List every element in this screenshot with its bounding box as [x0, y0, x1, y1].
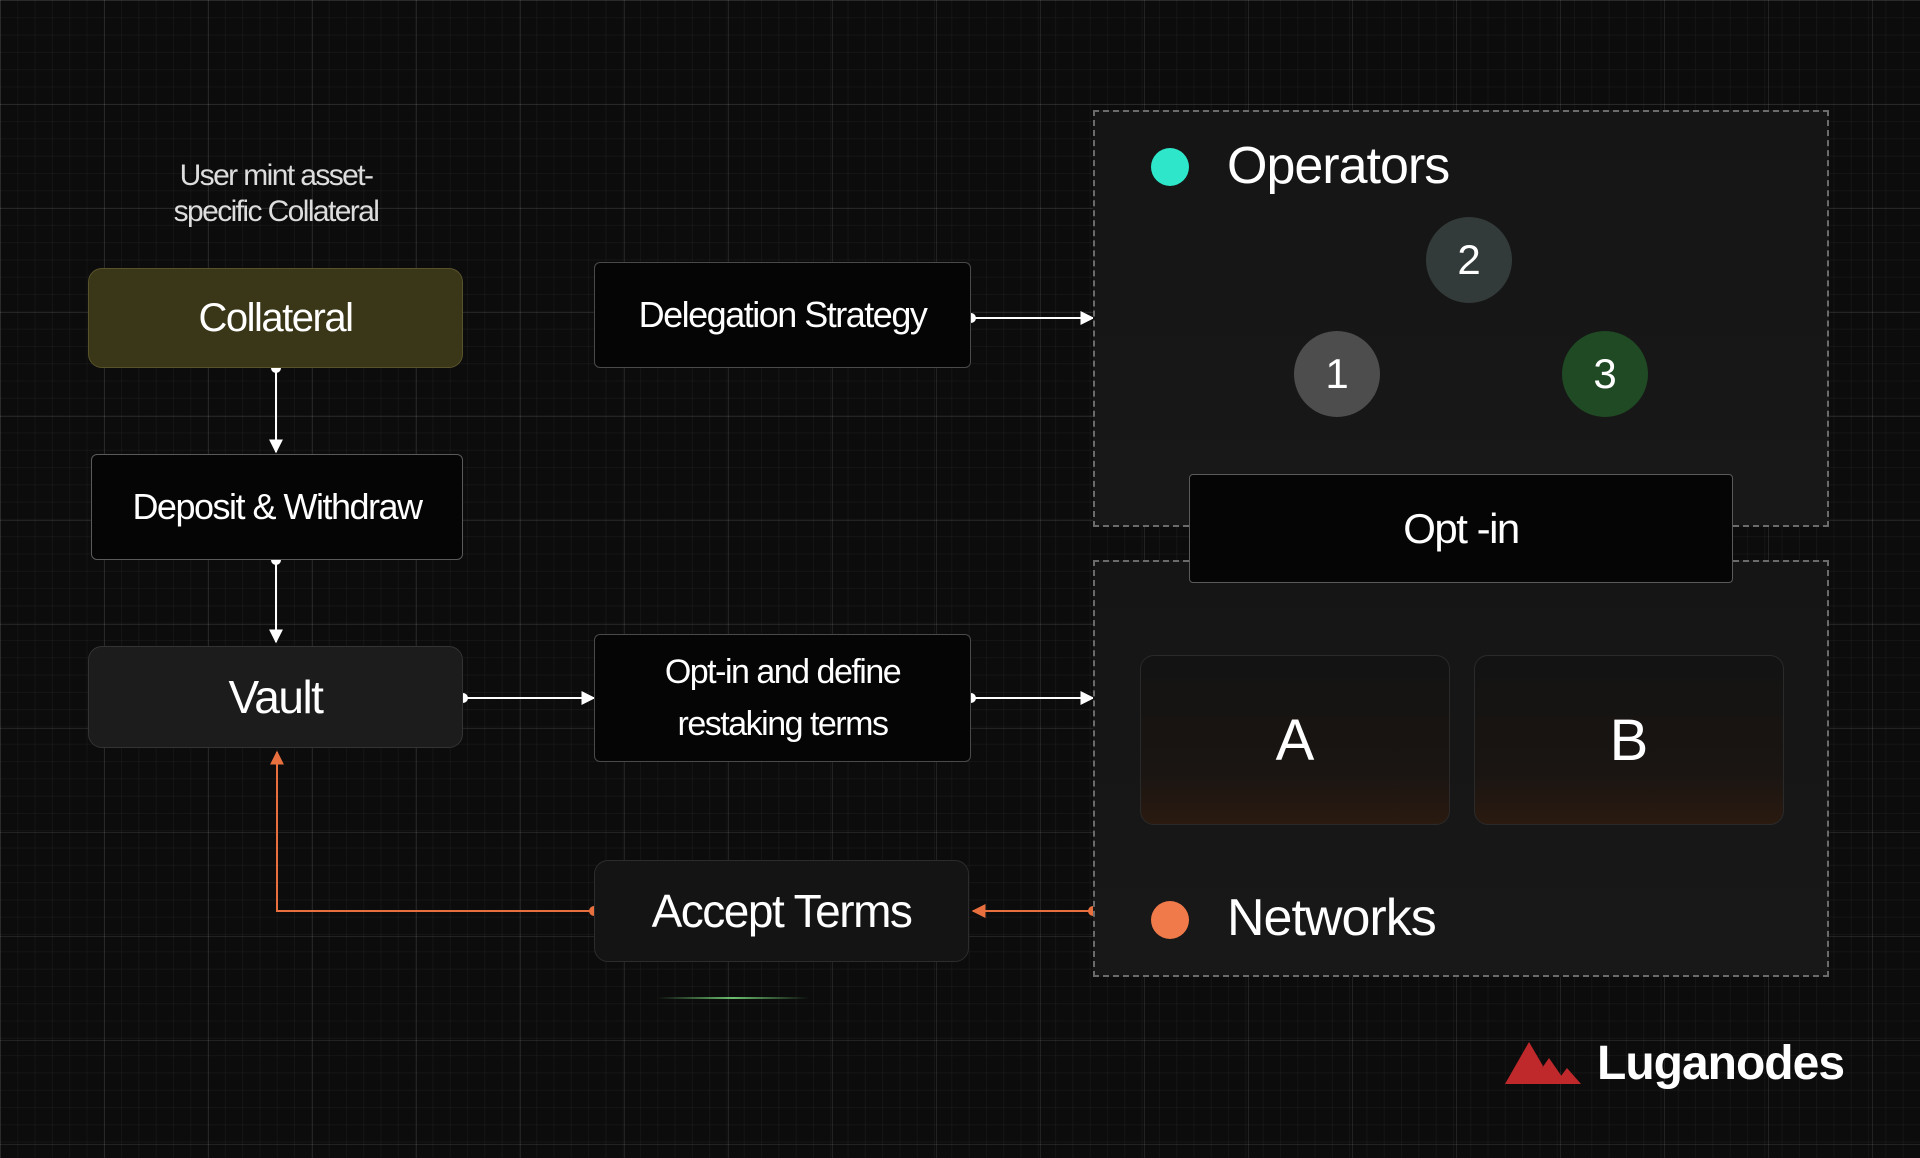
collateral-node[interactable]: Collateral [88, 268, 463, 368]
networks-title: Networks [1227, 889, 1437, 947]
brand-name: Luganodes [1597, 1037, 1845, 1090]
operator-node-3[interactable]: 3 [1562, 331, 1648, 417]
luganodes-logo-icon [1505, 1042, 1581, 1084]
operators-panel [1093, 110, 1829, 527]
operator-node-2[interactable]: 2 [1426, 217, 1512, 303]
network-card-b[interactable]: B [1474, 655, 1784, 825]
delegation-strategy-node[interactable]: Delegation Strategy [594, 262, 971, 368]
glow-divider [657, 997, 809, 999]
optin-node[interactable]: Opt -in [1189, 474, 1733, 583]
optin-define-terms-node[interactable]: Opt-in and define restaking terms [594, 634, 971, 762]
arrow-accept-vault [270, 750, 594, 912]
deposit-withdraw-node[interactable]: Deposit & Withdraw [91, 454, 463, 560]
operators-dot-icon [1151, 148, 1189, 186]
optin-define-line2: restaking terms [677, 705, 889, 743]
networks-dot-icon [1151, 901, 1189, 939]
accept-terms-node[interactable]: Accept Terms [594, 860, 969, 962]
vault-node[interactable]: Vault [88, 646, 463, 748]
network-card-a[interactable]: A [1140, 655, 1450, 825]
optin-define-line1: Opt-in and define [664, 653, 902, 691]
operators-title: Operators [1227, 137, 1450, 195]
operator-node-1[interactable]: 1 [1294, 331, 1380, 417]
collateral-caption: User mint asset- specific Collateral [173, 159, 380, 228]
